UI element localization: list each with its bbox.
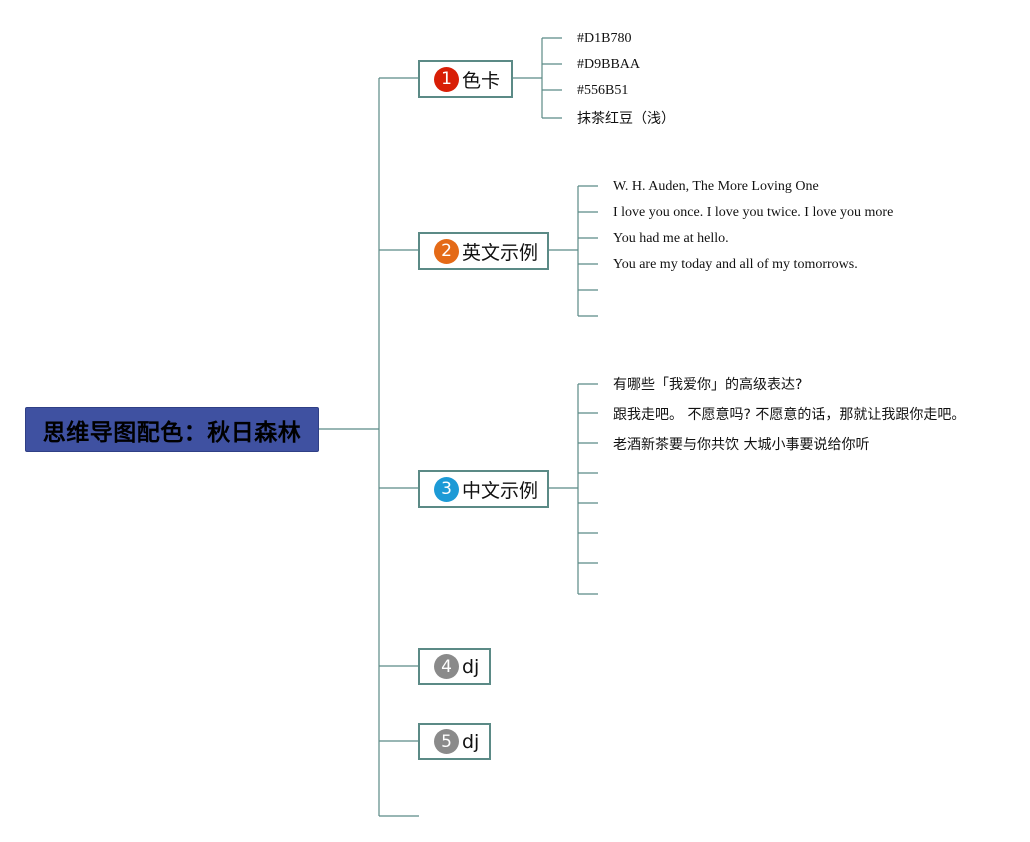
root-topic-label: 思维导图配色：秋日森林 [42,419,302,446]
topic-label: dj [462,730,480,753]
topic-label: 中文示例 [462,479,539,502]
topic-dj-5[interactable]: 5 dj [418,723,491,760]
leaf-item[interactable]: #D9BBAA [577,57,641,72]
leaf-item[interactable]: You are my today and all of my tomorrows… [613,257,858,272]
topic-label: 色卡 [462,69,501,92]
topic-english-examples[interactable]: 2 英文示例 [418,232,549,270]
topic-color-card[interactable]: 1 色卡 [418,60,513,98]
root-topic[interactable]: 思维导图配色：秋日森林 [25,407,319,452]
topic-chinese-examples[interactable]: 3 中文示例 [418,470,549,508]
number-2-icon: 2 [434,238,459,264]
number-1-icon: 1 [434,66,459,92]
topic-label: dj [462,655,480,678]
number-4-icon: 4 [434,654,459,679]
leaf-item[interactable]: I love you once. I love you twice. I lov… [613,205,894,220]
topic-dj-4[interactable]: 4 dj [418,648,491,685]
topic-label: 英文示例 [462,241,539,264]
leaf-item[interactable]: #D1B780 [577,31,632,46]
leaf-item[interactable]: 有哪些「我爱你」的高级表达? [613,377,803,393]
number-5-icon: 5 [434,729,459,754]
leaf-item[interactable]: #556B51 [577,83,629,98]
leaf-item[interactable]: 抹茶红豆（浅） [577,111,675,127]
leaf-item[interactable]: You had me at hello. [613,231,729,246]
leaf-item[interactable]: 跟我走吧。 不愿意吗? 不愿意的话，那就让我跟你走吧。 [613,407,966,423]
number-3-icon: 3 [434,476,459,502]
leaf-item[interactable]: 老酒新茶要与你共饮 大城小事要说给你听 [613,437,870,453]
leaf-item[interactable]: W. H. Auden, The More Loving One [613,179,819,194]
